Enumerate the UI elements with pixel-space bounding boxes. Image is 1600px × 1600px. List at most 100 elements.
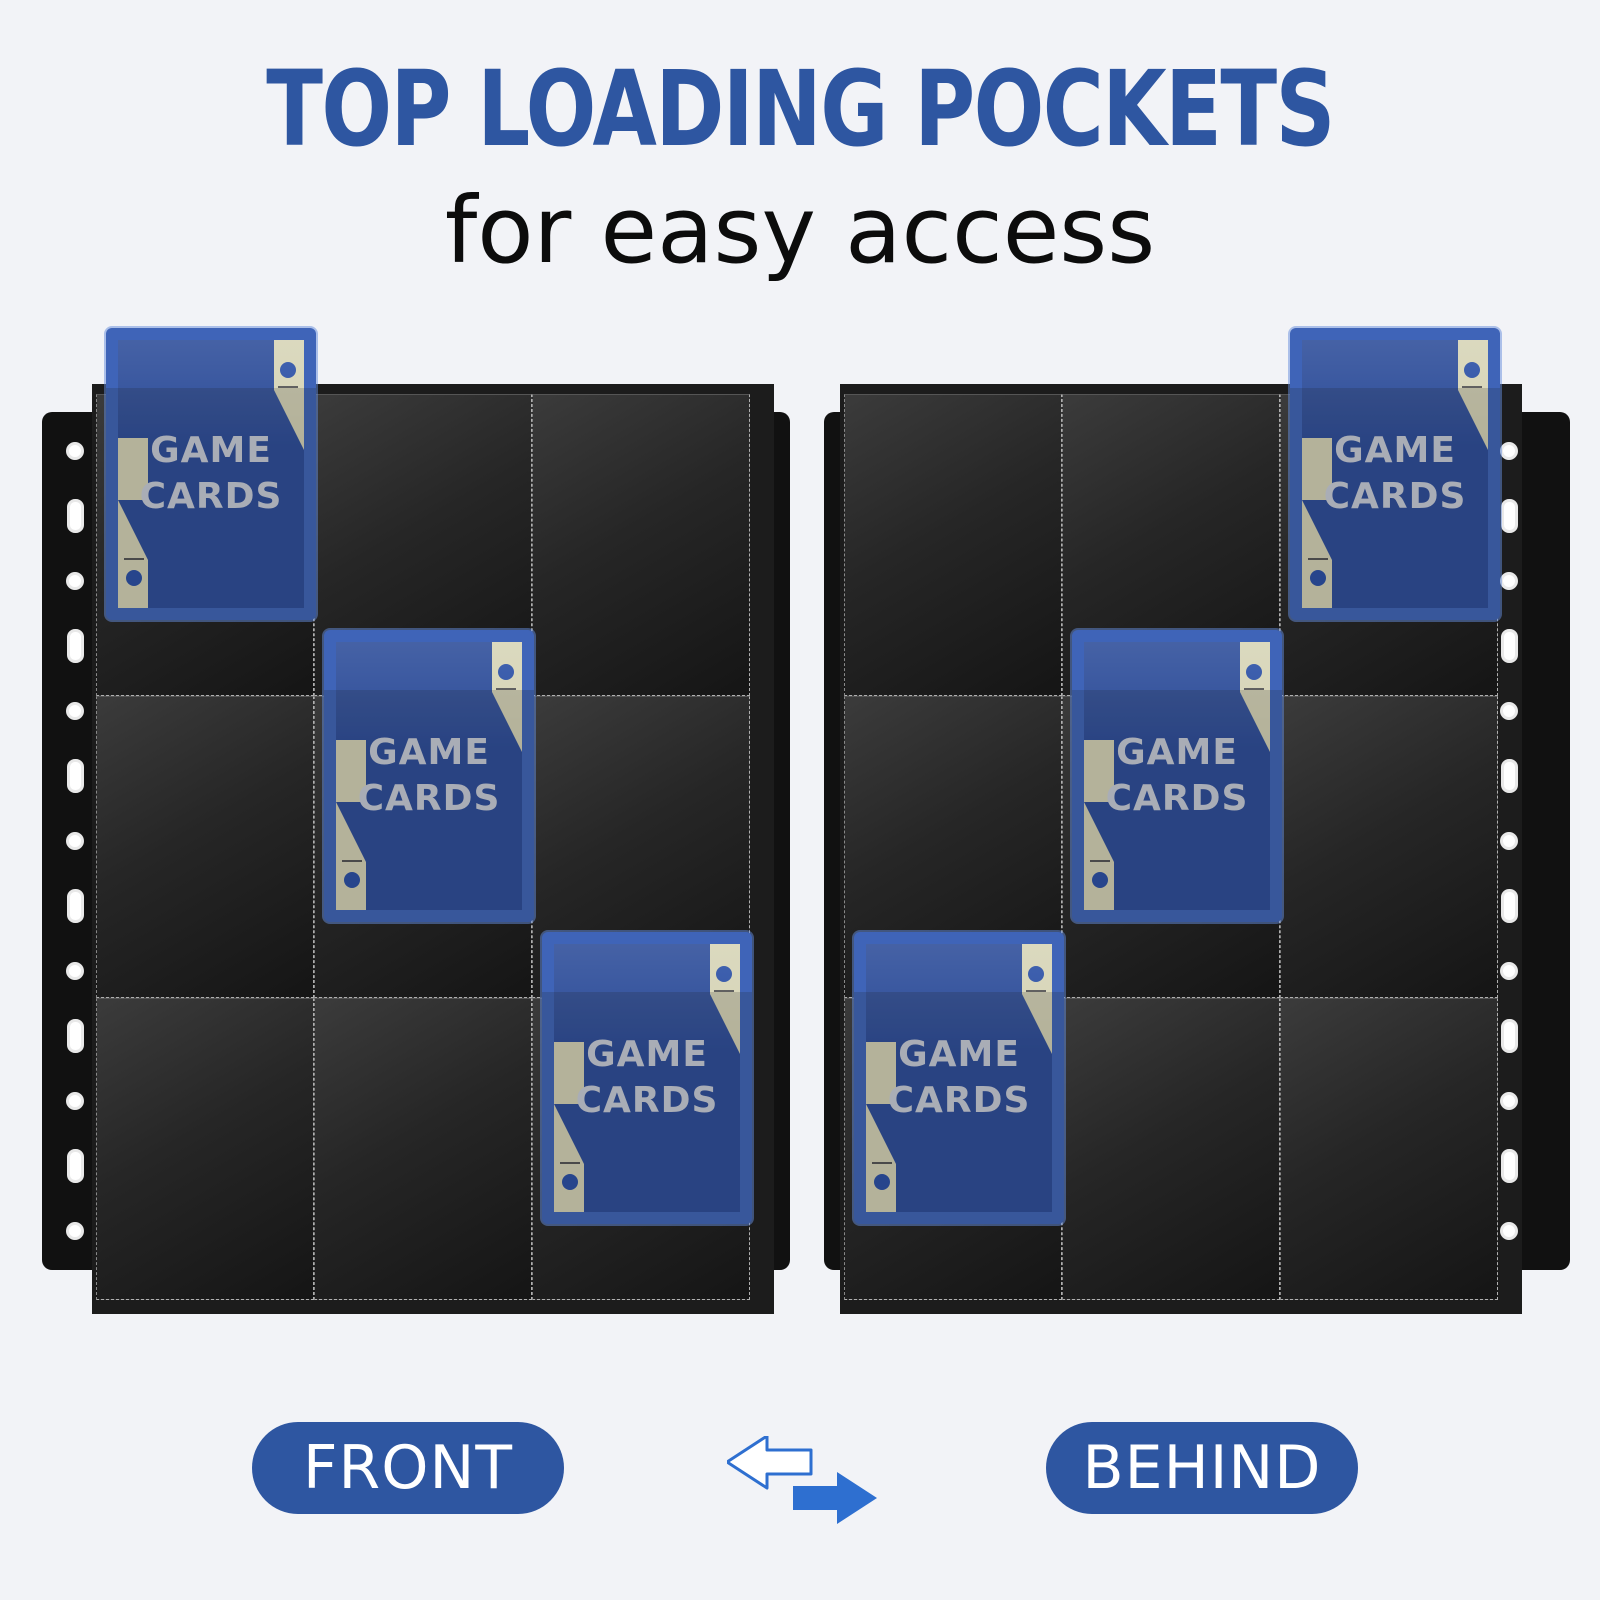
card-label: GAME CARDS [854, 1032, 1064, 1124]
card-face-top [118, 340, 274, 438]
card-face-right [896, 1054, 1052, 1212]
card-dot-bottom-icon [562, 1174, 578, 1190]
behind-pocket [1062, 998, 1280, 1300]
card-label-line2: CARDS [1323, 476, 1467, 517]
game-card: GAME CARDS [1072, 630, 1282, 922]
card-label-line2: CARDS [1105, 778, 1249, 819]
card-dot-bottom-icon [126, 570, 142, 586]
card-dot-top-icon [1028, 966, 1044, 982]
card-label-line1: GAME [368, 732, 490, 773]
card-gloss [554, 944, 740, 1212]
card-line-top [714, 990, 734, 992]
binder-hole-icon [1500, 962, 1518, 980]
binder-hole-icon [1500, 1092, 1518, 1110]
card-face-right [366, 752, 522, 910]
card-face-top [1302, 340, 1458, 438]
binder-hole-icon [66, 442, 84, 460]
card-line-top [496, 688, 516, 690]
game-card: GAME CARDS [106, 328, 316, 620]
card-label: GAME CARDS [324, 730, 534, 822]
page-subtitle: for easy access [444, 177, 1156, 284]
card-label-line2: CARDS [357, 778, 501, 819]
front-pocket [96, 696, 314, 998]
card-line-bottom [872, 1162, 892, 1164]
card-face [118, 340, 304, 608]
behind-pocket [1280, 998, 1498, 1300]
card-gloss [1302, 340, 1488, 608]
card-dot-top-icon [1464, 362, 1480, 378]
card-label: GAME CARDS [1072, 730, 1282, 822]
binder-hole-icon [1501, 1149, 1518, 1183]
card-dot-top-icon [716, 966, 732, 982]
card-label-line2: CARDS [887, 1080, 1031, 1121]
card-face [1302, 340, 1488, 608]
card-label-line2: CARDS [575, 1080, 719, 1121]
binder-hole-icon [67, 889, 84, 923]
card-dot-top-icon [280, 362, 296, 378]
swap-arrows-icon[interactable] [727, 1436, 877, 1524]
pocket-sleeve-overlay [854, 992, 1064, 1224]
game-card: GAME CARDS [854, 932, 1064, 1224]
binder-hole-icon [1501, 889, 1518, 923]
card-face-right [1114, 752, 1270, 910]
card-label-line1: GAME [586, 1034, 708, 1075]
pocket-sleeve-overlay [542, 992, 752, 1224]
card-line-bottom [1090, 860, 1110, 862]
card-line-bottom [124, 558, 144, 560]
card-label-line1: GAME [150, 430, 272, 471]
swap-arrow-right-icon [793, 1472, 877, 1524]
binder-hole-icon [66, 1092, 84, 1110]
card-label: GAME CARDS [1290, 428, 1500, 520]
card-label-line1: GAME [898, 1034, 1020, 1075]
game-card: GAME CARDS [542, 932, 752, 1224]
front-pocket [96, 998, 314, 1300]
card-face [1084, 642, 1270, 910]
pocket-sleeve-overlay [324, 690, 534, 922]
binder-hole-icon [67, 1149, 84, 1183]
binder-hole-icon [1500, 1222, 1518, 1240]
behind-pocket [844, 394, 1062, 696]
binder-hole-icon [1500, 442, 1518, 460]
behind-pocket [1280, 696, 1498, 998]
game-card: GAME CARDS [1290, 328, 1500, 620]
card-gloss [118, 340, 304, 608]
binder-hole-icon [1500, 702, 1518, 720]
binder-hole-icon [66, 1222, 84, 1240]
pocket-sleeve-overlay [106, 388, 316, 620]
front-pocket [314, 998, 532, 1300]
page-title: TOP LOADING POCKETS [266, 48, 1335, 170]
card-line-bottom [342, 860, 362, 862]
binder-hole-icon [67, 629, 84, 663]
card-line-bottom [1308, 558, 1328, 560]
binder-hole-icon [67, 1019, 84, 1053]
card-dot-top-icon [1246, 664, 1262, 680]
card-face-top [1084, 642, 1240, 740]
card-face-top [336, 642, 492, 740]
card-gloss [336, 642, 522, 910]
binder-hole-icon [1500, 832, 1518, 850]
front-pocket [532, 394, 750, 696]
card-dot-top-icon [498, 664, 514, 680]
card-label-line1: GAME [1116, 732, 1238, 773]
card-dot-bottom-icon [1092, 872, 1108, 888]
card-line-top [278, 386, 298, 388]
card-dot-bottom-icon [874, 1174, 890, 1190]
card-dot-bottom-icon [344, 872, 360, 888]
card-label: GAME CARDS [542, 1032, 752, 1124]
card-dot-bottom-icon [1310, 570, 1326, 586]
card-face [336, 642, 522, 910]
front-button[interactable]: FRONT [252, 1422, 564, 1514]
behind-button[interactable]: BEHIND [1046, 1422, 1358, 1514]
game-card: GAME CARDS [324, 630, 534, 922]
binder-hole-icon [67, 499, 84, 533]
binder-hole-icon [1501, 759, 1518, 793]
binder-hole-icon [66, 832, 84, 850]
binder-hole-icon [66, 962, 84, 980]
card-label: GAME CARDS [106, 428, 316, 520]
pocket-sleeve-overlay [1290, 388, 1500, 620]
card-label-line1: GAME [1334, 430, 1456, 471]
card-label-line2: CARDS [139, 476, 283, 517]
card-face-right [1332, 450, 1488, 608]
binder-hole-icon [1500, 572, 1518, 590]
swap-arrow-left-icon [727, 1436, 813, 1490]
